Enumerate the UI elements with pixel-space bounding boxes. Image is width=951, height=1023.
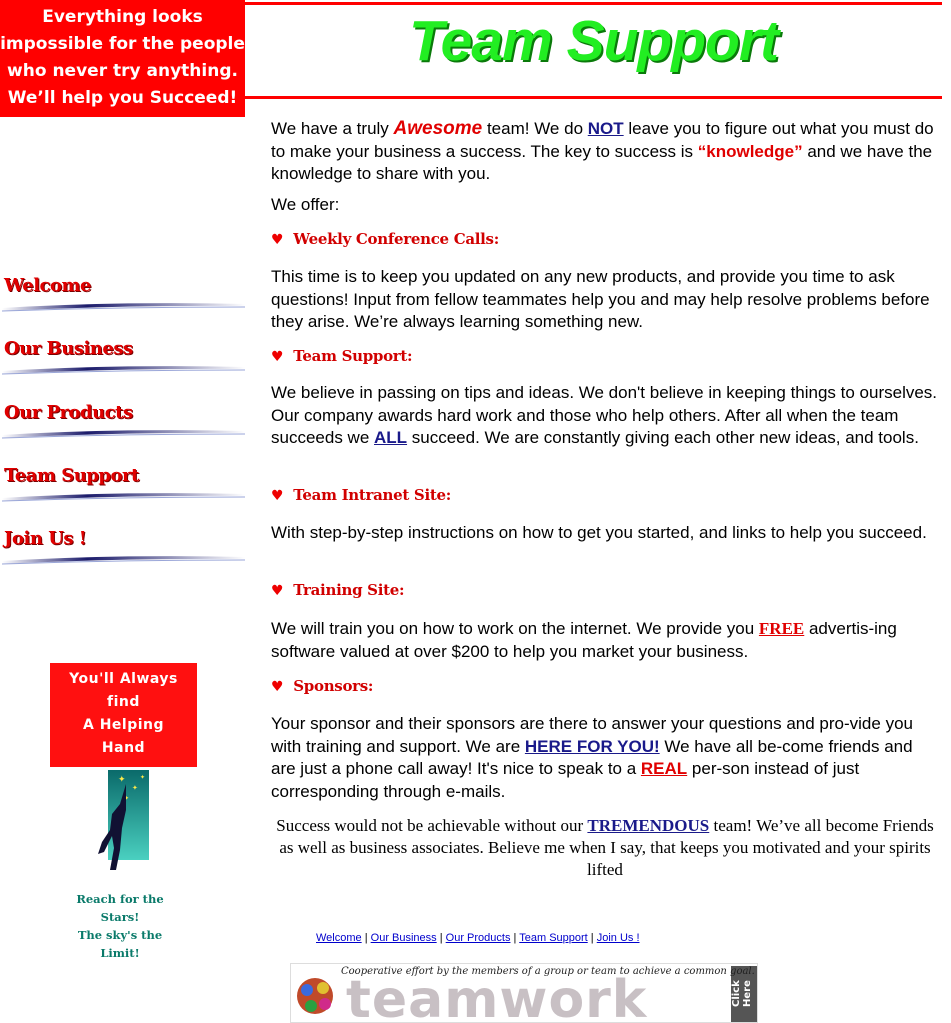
help-line: find: [107, 694, 140, 710]
intro-text: We have a truly: [271, 119, 394, 138]
help-line: A Helping: [82, 717, 165, 733]
training-text: We will train you on how to work on the …: [271, 618, 939, 663]
nav-swoosh-icon: [2, 366, 245, 375]
offer-heading-text: Team Support:: [293, 347, 413, 365]
tremendous-word: TREMENDOUS: [587, 816, 710, 835]
footer-separator: |: [364, 932, 368, 944]
footer-link-join-us[interactable]: Join Us !: [596, 932, 640, 944]
team-support-text: We believe in passing on tips and ideas.…: [271, 382, 939, 450]
nav-label: Team Support: [4, 465, 139, 486]
banner-caption: Cooperative effort by the members of a g…: [341, 966, 755, 977]
reach-line: Reach for the: [76, 892, 164, 906]
real-word: REAL: [640, 759, 688, 778]
reach-line: The sky's the: [77, 928, 163, 942]
section-text: per-son instead of just corresponding th…: [271, 759, 860, 801]
nav-label: Welcome: [4, 275, 92, 296]
nav-swoosh-icon: [2, 303, 245, 312]
offer-heading-text: Training Site:: [293, 581, 405, 599]
section-text: succeed. We are constantly giving each o…: [407, 428, 919, 447]
intranet-text: With step-by-step instructions on how to…: [271, 523, 927, 542]
help-line: Hand: [101, 740, 146, 756]
nav-swoosh-icon: [2, 493, 245, 502]
nav-item-welcome[interactable]: Welcome: [0, 275, 245, 315]
footer-link-our-business[interactable]: Our Business: [370, 932, 437, 944]
nav-item-team-support[interactable]: Team Support: [0, 465, 245, 505]
closing-text: team! We’ve all become Friends as well a…: [279, 816, 934, 879]
not-word: NOT: [587, 119, 624, 138]
section-text: advertis-ing software valued at over $20…: [271, 619, 897, 661]
awesome-word: Awesome: [393, 118, 483, 139]
offer-heading-conference: ♥ Weekly Conference Calls:: [271, 230, 499, 248]
help-line: You'll Always: [69, 671, 178, 687]
heart-bullet-icon: ♥: [271, 583, 284, 599]
conference-text: This time is to keep you updated on any …: [271, 267, 930, 331]
heart-bullet-icon: ♥: [271, 349, 284, 365]
section-text: We will train you on how to work on the …: [271, 619, 759, 638]
footer-separator: |: [513, 932, 517, 944]
offer-heading-text: Team Intranet Site:: [293, 486, 451, 504]
reach-line: Limit!: [100, 946, 140, 960]
sponsors-text: Your sponsor and their sponsors are ther…: [271, 713, 939, 803]
closing-paragraph: Success would not be achievable without …: [275, 815, 935, 881]
offer-heading-sponsors: ♥ Sponsors:: [271, 677, 373, 695]
intro-text: and we have the knowledge to share with …: [271, 141, 933, 184]
teamwork-hands-icon: [297, 966, 757, 1022]
svg-text:✦: ✦: [118, 774, 126, 784]
nav-label: Join Us !: [4, 528, 87, 549]
helping-hand-box: You'll Always find A Helping Hand: [50, 663, 197, 767]
quote-line: impossible for the people: [0, 34, 245, 54]
quote-box: Everything looks impossible for the peop…: [0, 0, 245, 117]
intro-text: leave you to figure out what you must do…: [271, 119, 934, 161]
nav-swoosh-icon: [2, 430, 245, 439]
quote-line: We’ll help you Succeed!: [7, 88, 238, 108]
section-text: We have all be-come friends and are just…: [271, 736, 913, 779]
nav-item-join-us[interactable]: Join Us !: [0, 528, 245, 568]
footer-separator: |: [590, 932, 594, 944]
intro-text: team! We do: [482, 119, 588, 138]
heart-bullet-icon: ♥: [271, 679, 284, 695]
all-word: ALL: [374, 428, 408, 447]
banner-word: teamwork: [346, 970, 648, 1023]
footer-link-team-support[interactable]: Team Support: [519, 932, 588, 944]
section-text: We believe in passing on tips and ideas.…: [271, 383, 938, 447]
nav-label: Our Business: [4, 338, 133, 359]
reach-caption: Reach for the Stars! The sky's the Limit…: [60, 890, 180, 962]
free-link[interactable]: FREE: [758, 619, 805, 638]
knowledge-word: “knowledge”: [697, 141, 803, 161]
footer-separator: |: [439, 932, 443, 944]
offer-heading-text: Sponsors:: [293, 677, 374, 695]
offer-heading-text: Weekly Conference Calls:: [293, 230, 499, 248]
nav-swoosh-icon: [2, 556, 245, 565]
nav-item-our-products[interactable]: Our Products: [0, 402, 245, 442]
reach-stars-icon: ✦ ✦ ✦ ✦: [98, 770, 149, 870]
reach-line: Stars!: [100, 910, 140, 924]
heart-bullet-icon: ♥: [271, 232, 284, 248]
here-for-you-word: HERE FOR YOU!: [524, 736, 660, 756]
nav-item-our-business[interactable]: Our Business: [0, 338, 245, 378]
heart-bullet-icon: ♥: [271, 488, 284, 504]
intro-paragraph: We have a truly Awesome team! We do NOT …: [271, 118, 939, 186]
offer-heading-intranet: ♥ Team Intranet Site:: [271, 486, 451, 504]
we-offer-text: We offer:: [271, 195, 340, 214]
nav-label: Our Products: [4, 402, 133, 423]
click-here-button[interactable]: Click Here: [731, 980, 753, 1008]
footer-link-welcome[interactable]: Welcome: [316, 932, 362, 944]
quote-line: Everything looks: [42, 7, 203, 27]
offer-heading-team-support: ♥ Team Support:: [271, 347, 413, 365]
footer-nav: Welcome | Our Business | Our Products | …: [316, 932, 640, 944]
footer-link-our-products[interactable]: Our Products: [445, 932, 511, 944]
offer-heading-training: ♥ Training Site:: [271, 581, 405, 599]
page-title: Team Support: [408, 9, 779, 73]
svg-text:✦: ✦: [140, 774, 145, 781]
teamwork-banner[interactable]: Cooperative effort by the members of a g…: [290, 963, 758, 1023]
svg-text:✦: ✦: [124, 795, 129, 802]
quote-line: who never try anything.: [7, 61, 238, 81]
svg-text:✦: ✦: [132, 784, 138, 792]
header-top-rule: [245, 2, 942, 5]
header-bottom-rule: [245, 96, 942, 99]
closing-text: Success would not be achievable without …: [276, 816, 588, 835]
section-text: Your sponsor and their sponsors are ther…: [271, 714, 913, 756]
